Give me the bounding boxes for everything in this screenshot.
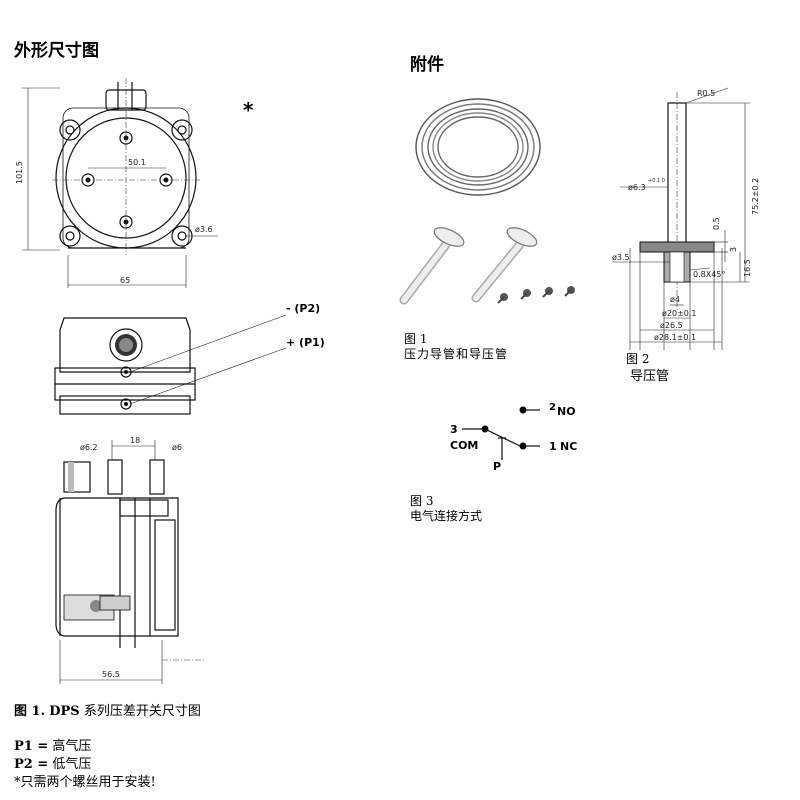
switch-wiring-diagram <box>462 406 540 460</box>
mounting-asterisk: * <box>243 98 254 122</box>
fig3-caption-text: 电气连接方式 <box>410 509 483 523</box>
dim-hole-label: ø3.6 <box>195 225 213 234</box>
tubing-coil-illustration <box>415 98 541 196</box>
fig1-caption-number: 图 1 <box>404 332 428 346</box>
dim-spacing-label: 50.1 <box>128 158 146 167</box>
fig2-dim-d3: 3 <box>729 247 738 252</box>
fig1-caption-text: 压力导管和导压管 <box>404 347 509 361</box>
note-mounting: *只需两个螺丝用于安装! <box>14 775 156 790</box>
main-caption: 图 1. DPS 系列压差开关尺寸图 <box>14 700 201 719</box>
switch-no-num: 2 <box>549 402 556 413</box>
switch-nc-label-num: 1 <box>549 440 557 453</box>
accessories-heading: 附件 <box>410 55 444 75</box>
fig2-dim-d20: ø20±0.1 <box>662 309 697 318</box>
dim-tube-od2-label: ø6 <box>172 443 182 452</box>
fig3-caption-number: 图 3 <box>410 494 434 508</box>
fig2-dim-d4: ø4 <box>670 295 680 304</box>
section-view-drawing <box>55 440 205 684</box>
front-view-drawing <box>22 78 218 288</box>
fig2-dim-d63: ø6.3 <box>628 183 646 192</box>
side-view-drawing <box>54 314 287 415</box>
switch-p-label: P <box>493 460 501 473</box>
fig2-dim-d265: ø26.5 <box>660 321 683 330</box>
note-p2: P2 = 低气压 <box>14 757 92 772</box>
switch-com-label: COM <box>450 439 478 452</box>
fig2-dim-chamfer: 0.8X45° <box>693 270 725 279</box>
fig2-dim-t05: 0.5 <box>712 217 721 230</box>
switch-no-label: NO <box>557 405 576 418</box>
dim-width-label: 65 <box>120 276 130 285</box>
fig2-caption-number: 图 2 <box>626 352 650 366</box>
main-caption-model: DPS <box>49 704 80 719</box>
port-p1-label: + (P1) <box>286 336 325 349</box>
switch-nc-label: NC <box>560 440 577 453</box>
dimension-drawing-heading: 外形尺寸图 <box>14 41 99 61</box>
main-caption-text: 系列压差开关尺寸图 <box>79 704 201 719</box>
fig2-dim-d35: ø3.5 <box>612 253 630 262</box>
fig2-dim-d63-tol: +0.1 0 <box>648 178 665 184</box>
legend-notes: P1 = 高气压 P2 = 低气压 *只需两个螺丝用于安装! <box>14 738 156 792</box>
dim-tube-od-label: ø6.2 <box>80 443 98 452</box>
fig2-dim-r: R0.5 <box>697 89 715 98</box>
screws-illustration <box>497 286 575 304</box>
dim-height-label: 101.5 <box>15 161 24 184</box>
dim-depth-label: 56.5 <box>102 670 120 679</box>
fig2-dim-h165: 16.5 <box>743 259 752 277</box>
pressure-probe-illustration <box>399 227 538 305</box>
dim-tube-pitch-label: 18 <box>130 436 140 445</box>
fig2-dim-d281: ø28.1±0.1 <box>654 333 696 342</box>
main-caption-prefix: 图 1. <box>14 704 46 719</box>
fig2-dim-len: 75.2±0.2 <box>751 178 760 215</box>
note-p1: P1 = 高气压 <box>14 739 92 754</box>
probe-tube-drawing <box>612 87 750 350</box>
switch-com-num: 3 <box>450 423 458 436</box>
fig2-caption-text: 导压管 <box>630 369 670 384</box>
port-p2-label: - (P2) <box>286 302 320 315</box>
